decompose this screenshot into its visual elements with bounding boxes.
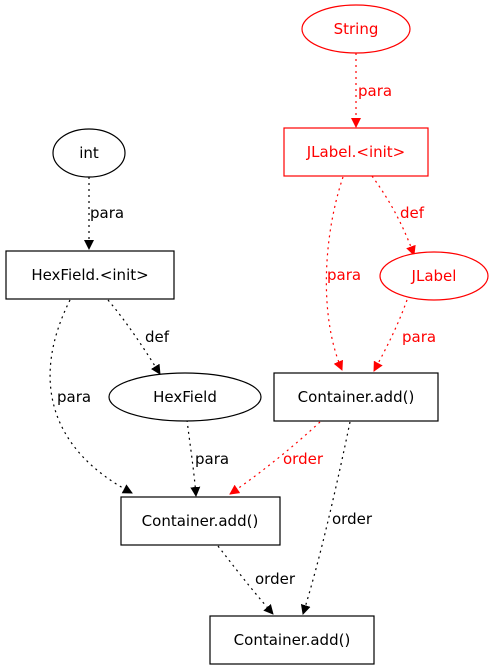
node-string[interactable]: String — [301, 4, 411, 54]
edge-label-def: def — [400, 204, 425, 222]
node-jlabel-init-label: JLabel.<init> — [306, 143, 406, 161]
node-string-label: String — [334, 20, 379, 38]
node-container-add-2[interactable]: Container.add() — [120, 496, 281, 546]
edge-int-to-hexfield-init: para — [84, 177, 124, 250]
edge-label-para: para — [358, 82, 392, 100]
edge-hexfield-init-to-hexfield: def — [107, 299, 170, 375]
edge-label-order: order — [332, 510, 373, 528]
node-int[interactable]: int — [52, 128, 126, 178]
node-int-label: int — [79, 144, 99, 162]
edge-container-add-1-to-container-add-2: order — [229, 421, 324, 495]
edge-label-order: order — [255, 570, 296, 588]
node-jlabel-label: JLabel — [411, 267, 457, 285]
edge-label-para: para — [402, 328, 436, 346]
edge-label-def: def — [145, 328, 170, 346]
edge-container-add-1-to-container-add-3: order — [300, 421, 373, 615]
edge-string-to-jlabel-init: para — [351, 53, 392, 128]
node-hexfield-init-label: HexField.<init> — [31, 266, 148, 284]
edge-label-para: para — [90, 204, 124, 222]
node-hexfield-init[interactable]: HexField.<init> — [5, 250, 175, 300]
node-hexfield[interactable]: HexField — [108, 372, 262, 422]
edge-jlabel-init-to-container-add-1: para — [325, 176, 361, 371]
node-jlabel[interactable]: JLabel — [379, 251, 489, 301]
node-container-add-1-label: Container.add() — [298, 388, 415, 406]
node-container-add-3-label: Container.add() — [234, 631, 351, 649]
node-jlabel-init[interactable]: JLabel.<init> — [283, 127, 429, 177]
edge-jlabel-to-container-add-1: para — [373, 299, 436, 372]
node-container-add-1[interactable]: Container.add() — [273, 372, 439, 422]
edge-label-para: para — [327, 266, 361, 284]
node-container-add-3[interactable]: Container.add() — [209, 615, 375, 665]
edge-jlabel-init-to-jlabel: def — [371, 175, 425, 256]
node-hexfield-label: HexField — [153, 388, 217, 406]
edge-label-para: para — [195, 450, 229, 468]
edge-container-add-2-to-container-add-3: order — [217, 545, 296, 615]
edge-hexfield-init-to-container-add-2: para — [49, 299, 133, 494]
edge-label-para: para — [57, 388, 91, 406]
edge-label-order: order — [283, 450, 324, 468]
edge-hexfield-to-container-add-2: para — [186, 419, 229, 497]
node-container-add-2-label: Container.add() — [142, 512, 259, 530]
